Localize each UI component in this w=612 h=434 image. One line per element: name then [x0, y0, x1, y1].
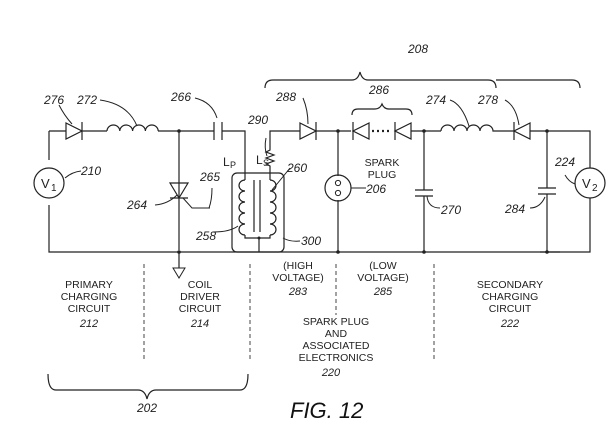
capacitor-270 — [415, 189, 433, 197]
svg-text:V: V — [582, 176, 591, 191]
voltage-source-v1: V 1 — [33, 167, 65, 199]
svg-text:SECONDARY: SECONDARY — [477, 279, 543, 291]
ref-284: 284 — [504, 202, 525, 216]
svg-text:CHARGING: CHARGING — [61, 291, 118, 303]
svg-text:(HIGH: (HIGH — [283, 260, 313, 272]
ref-288: 288 — [275, 90, 296, 104]
ref-266: 266 — [170, 90, 191, 104]
section-secondary-charging: SECONDARY CHARGING CIRCUIT 222 — [477, 279, 543, 330]
svg-text:VOLTAGE): VOLTAGE) — [357, 272, 409, 284]
svg-text:V: V — [41, 176, 50, 191]
svg-text:ELECTRONICS: ELECTRONICS — [299, 352, 374, 364]
inductor-274 — [440, 124, 514, 132]
svg-text:(LOW: (LOW — [369, 260, 397, 272]
ref-290: 290 — [247, 113, 268, 127]
brace-286 — [351, 102, 413, 116]
ground-icon — [172, 267, 186, 279]
svg-text:214: 214 — [190, 318, 209, 330]
ref-264: 264 — [126, 198, 147, 212]
ref-224: 224 — [554, 155, 575, 169]
section-high-voltage: (HIGH VOLTAGE) 283 — [272, 260, 324, 298]
ref-202: 202 — [136, 401, 157, 415]
diode-string-286 — [351, 122, 441, 140]
svg-text:AND: AND — [325, 328, 348, 340]
capacitor-266 — [213, 122, 223, 140]
ref-272: 272 — [76, 93, 97, 107]
ref-258: 258 — [195, 229, 216, 243]
ref-210: 210 — [80, 164, 101, 178]
svg-text:S: S — [263, 158, 269, 168]
inductor-272 — [106, 124, 159, 132]
svg-text:PRIMARY: PRIMARY — [65, 279, 113, 291]
resistor-290 — [264, 130, 300, 170]
svg-text:P: P — [230, 160, 236, 170]
svg-text:2: 2 — [592, 183, 598, 194]
section-spark-plug-electronics: SPARK PLUG AND ASSOCIATED ELECTRONICS 22… — [299, 316, 374, 379]
spark-plug-label: SPARK — [365, 157, 400, 169]
ref-270: 270 — [440, 203, 461, 217]
coil-label-ls: L S — [256, 153, 269, 168]
spark-plug-206 — [324, 174, 352, 202]
figure-title: FIG. 12 — [290, 398, 363, 423]
ref-206: 206 — [365, 182, 386, 196]
svg-text:CIRCUIT: CIRCUIT — [179, 303, 222, 315]
ref-208: 208 — [407, 42, 428, 56]
svg-text:VOLTAGE): VOLTAGE) — [272, 272, 324, 284]
diode-276 — [65, 122, 84, 140]
svg-text:CIRCUIT: CIRCUIT — [68, 303, 111, 315]
diode-288 — [299, 122, 351, 140]
svg-text:283: 283 — [288, 286, 308, 298]
ref-278: 278 — [477, 93, 498, 107]
diode-278 — [512, 122, 591, 168]
ref-276: 276 — [43, 93, 64, 107]
svg-text:SPARK PLUG: SPARK PLUG — [303, 316, 369, 328]
svg-text:285: 285 — [373, 286, 393, 298]
ignition-coil-transformer — [231, 170, 285, 253]
section-low-voltage: (LOW VOLTAGE) 285 — [357, 260, 409, 298]
brace-208 — [264, 71, 581, 89]
svg-text:DRIVER: DRIVER — [180, 291, 220, 303]
ref-274: 274 — [425, 93, 446, 107]
svg-text:212: 212 — [79, 318, 98, 330]
leader-lines — [58, 97, 576, 242]
svg-text:1: 1 — [51, 183, 57, 194]
voltage-source-v2: V 2 — [574, 167, 606, 199]
primary-charging-wiring — [48, 129, 560, 268]
svg-text:COIL: COIL — [188, 279, 213, 291]
ref-260: 260 — [286, 161, 307, 175]
ref-286: 286 — [368, 83, 389, 97]
svg-text:L: L — [256, 153, 263, 167]
spark-plug-label: PLUG — [368, 169, 397, 181]
section-primary-charging: PRIMARY CHARGING CIRCUIT 212 — [61, 279, 118, 330]
svg-text:220: 220 — [321, 367, 341, 379]
brace-202 — [47, 373, 249, 400]
section-coil-driver: COIL DRIVER CIRCUIT 214 — [179, 279, 222, 330]
svg-text:CIRCUIT: CIRCUIT — [489, 303, 532, 315]
svg-text:L: L — [223, 155, 230, 169]
ref-265: 265 — [199, 170, 220, 184]
svg-text:222: 222 — [500, 318, 519, 330]
svg-text:ASSOCIATED: ASSOCIATED — [303, 340, 370, 352]
coil-label-lp: L P — [223, 155, 236, 170]
svg-text:CHARGING: CHARGING — [482, 291, 539, 303]
ref-300: 300 — [301, 234, 321, 248]
capacitor-284 — [538, 187, 556, 195]
